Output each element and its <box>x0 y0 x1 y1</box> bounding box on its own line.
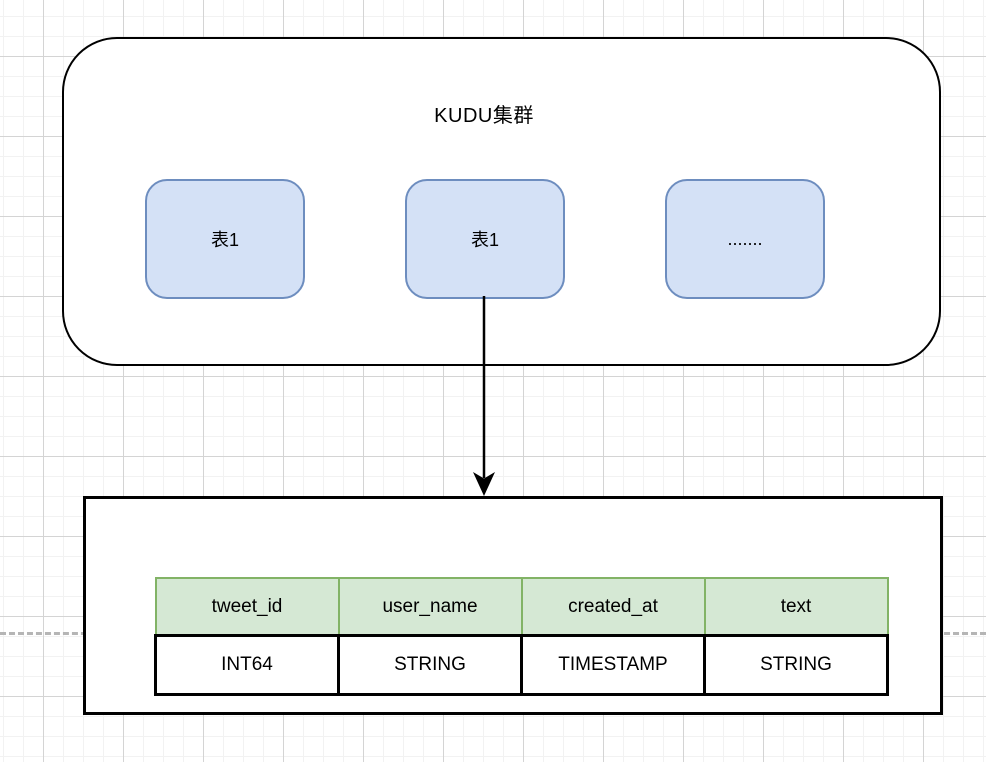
column-name: tweet_id <box>211 595 283 617</box>
table-node-ellipsis[interactable]: ....... <box>665 179 825 299</box>
table-node-1-label: 表1 <box>210 230 239 250</box>
schema-type-cell[interactable]: INT64 <box>154 634 340 696</box>
schema-type-cell[interactable]: TIMESTAMP <box>520 634 706 696</box>
schema-header-cell[interactable]: tweet_id <box>154 577 340 637</box>
schema-type-cell[interactable]: STRING <box>337 634 523 696</box>
schema-header-cell[interactable]: text <box>703 577 889 637</box>
schema-header-cell[interactable]: created_at <box>520 577 706 637</box>
schema-type-row: INT64 STRING TIMESTAMP STRING <box>154 634 889 696</box>
table-node-2-label: 表1 <box>470 230 499 250</box>
column-type: TIMESTAMP <box>558 654 668 675</box>
table-node-1[interactable]: 表1 <box>145 179 305 299</box>
table-node-2[interactable]: 表1 <box>405 179 565 299</box>
column-name: text <box>780 595 812 617</box>
schema-table: tweet_id user_name created_at text INT64… <box>154 577 889 696</box>
schema-type-cell[interactable]: STRING <box>703 634 889 696</box>
schema-header-cell[interactable]: user_name <box>337 577 523 637</box>
column-name: user_name <box>382 595 478 617</box>
column-type: INT64 <box>221 654 273 675</box>
column-type: STRING <box>394 654 466 675</box>
table-node-ellipsis-label: ....... <box>727 228 763 249</box>
cluster-title: KUDU集群 <box>434 105 534 127</box>
down-arrow-connector[interactable] <box>469 296 499 499</box>
column-type: STRING <box>760 654 832 675</box>
schema-header-row: tweet_id user_name created_at text <box>154 577 889 637</box>
kudu-cluster-container[interactable]: KUDU集群 表1 表1 ....... <box>62 37 941 366</box>
arrowhead-icon <box>473 472 495 496</box>
schema-container[interactable]: tweet_id user_name created_at text INT64… <box>83 496 943 715</box>
column-name: created_at <box>568 595 658 617</box>
